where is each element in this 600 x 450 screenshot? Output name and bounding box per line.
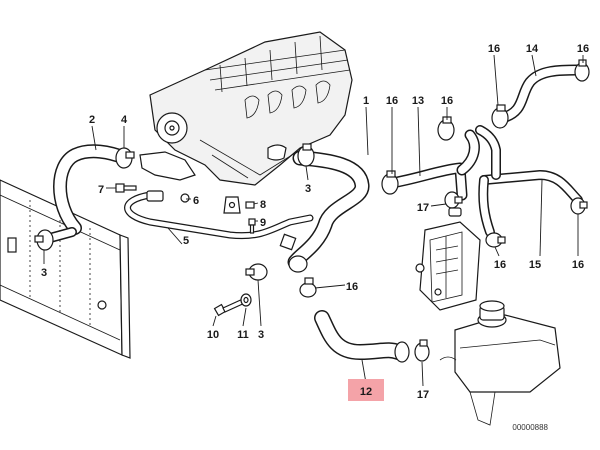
clamp <box>414 339 430 362</box>
callout-c2: 2 <box>89 114 95 126</box>
callout-c9: 9 <box>260 217 266 229</box>
hose-clamps <box>34 59 590 363</box>
bracket <box>223 196 241 214</box>
callout-c16f: 16 <box>494 259 506 271</box>
callout-c16g: 16 <box>572 259 584 271</box>
bolt <box>115 183 137 193</box>
expansion-tank <box>439 300 561 426</box>
callout-c3b: 3 <box>305 183 311 195</box>
callout-c5: 5 <box>183 235 189 247</box>
callout-c4: 4 <box>121 114 128 126</box>
callout-c7: 7 <box>98 184 104 196</box>
clamp <box>299 277 317 298</box>
callout-c16d: 16 <box>577 43 589 55</box>
engine-block <box>139 31 353 186</box>
radiator-drain-plug <box>7 237 17 253</box>
callout-c16e: 16 <box>346 281 358 293</box>
callout-c13: 13 <box>412 95 424 107</box>
clamp <box>245 263 268 281</box>
callout-c12: 12 <box>360 386 372 398</box>
washer <box>180 193 190 203</box>
fitting <box>448 207 462 217</box>
callout-c6: 6 <box>193 195 199 207</box>
callout-c1: 1 <box>363 95 369 107</box>
clamp <box>491 104 509 129</box>
clamp <box>394 341 410 363</box>
clamp <box>381 170 399 195</box>
highlighted-callout-box <box>348 379 384 401</box>
hoses <box>45 64 584 360</box>
callout-c16b: 16 <box>441 95 453 107</box>
callout-c14: 14 <box>526 43 539 55</box>
callout-c17a: 17 <box>417 202 429 214</box>
callout-c16c: 16 <box>488 43 500 55</box>
clamp <box>444 191 463 209</box>
callout-c3a: 3 <box>41 267 47 279</box>
callout-c16a: 16 <box>386 95 398 107</box>
bolt <box>248 218 256 234</box>
clamp <box>437 116 455 141</box>
small-clamp <box>245 201 255 209</box>
clamp <box>570 197 588 215</box>
reference-code: 00000888 <box>512 423 548 432</box>
callout-c3c: 3 <box>258 329 264 341</box>
clamp <box>115 147 135 169</box>
clamp <box>288 255 308 273</box>
callout-c11: 11 <box>237 329 249 341</box>
clamp <box>574 59 590 82</box>
clamp <box>297 143 315 167</box>
callout-c8: 8 <box>260 199 266 211</box>
clamp <box>34 229 54 251</box>
callout-c17b: 17 <box>417 389 429 401</box>
fitting <box>146 190 164 202</box>
clamp <box>279 233 297 251</box>
heater-valve <box>415 221 481 311</box>
callout-c10: 10 <box>207 329 219 341</box>
washer <box>240 293 252 307</box>
fasteners <box>115 183 462 317</box>
clamp <box>485 232 506 248</box>
callout-c15: 15 <box>529 259 541 271</box>
radiator <box>0 179 131 359</box>
